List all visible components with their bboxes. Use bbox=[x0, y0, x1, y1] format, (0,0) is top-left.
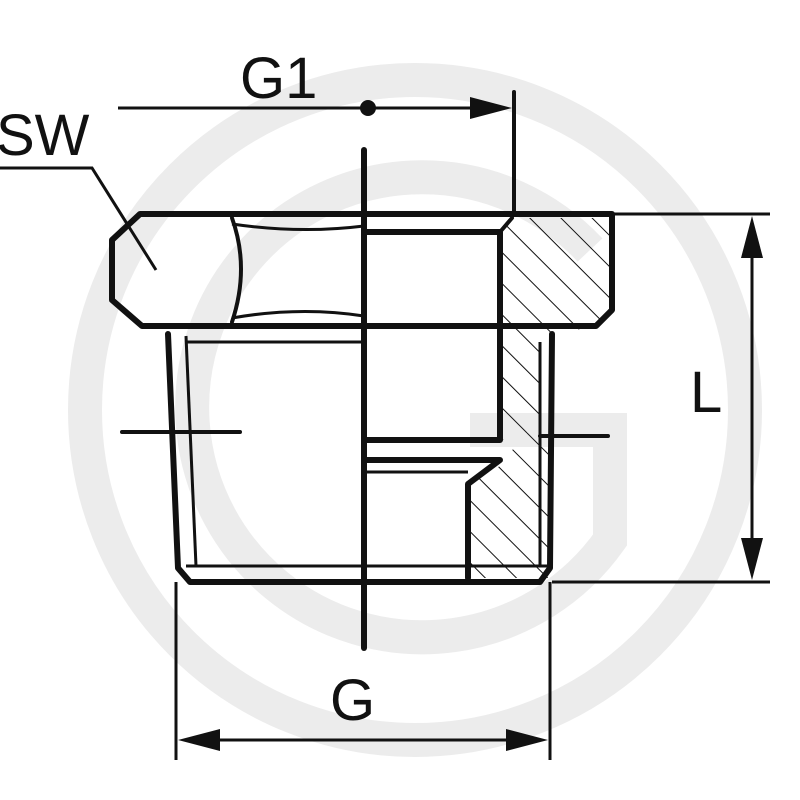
inner-bore-upper bbox=[361, 229, 503, 443]
g-arrowhead-left bbox=[178, 729, 220, 751]
inner-bore-lower bbox=[361, 457, 503, 581]
hex-face-edge bbox=[230, 216, 243, 324]
l-arrowhead-top bbox=[741, 216, 763, 258]
section-hatch-lower bbox=[468, 420, 552, 578]
hex-flat-bottom bbox=[231, 309, 365, 320]
sw-leader-line bbox=[0, 166, 158, 271]
section-wall-line bbox=[498, 216, 514, 234]
hex-flat-top bbox=[231, 222, 365, 232]
hex-head-outline bbox=[109, 211, 615, 329]
sw-label: SW bbox=[0, 103, 90, 168]
g1-arrowhead bbox=[470, 97, 512, 119]
l-arrowhead-bottom bbox=[741, 538, 763, 580]
g-arrowhead-right bbox=[506, 729, 548, 751]
watermark-logo bbox=[68, 63, 762, 757]
g1-center-dot bbox=[360, 100, 376, 116]
l-label: L bbox=[690, 360, 722, 425]
g1-label: G1 bbox=[240, 46, 317, 111]
g-label: G bbox=[330, 668, 375, 733]
thread-line-left bbox=[184, 335, 198, 567]
